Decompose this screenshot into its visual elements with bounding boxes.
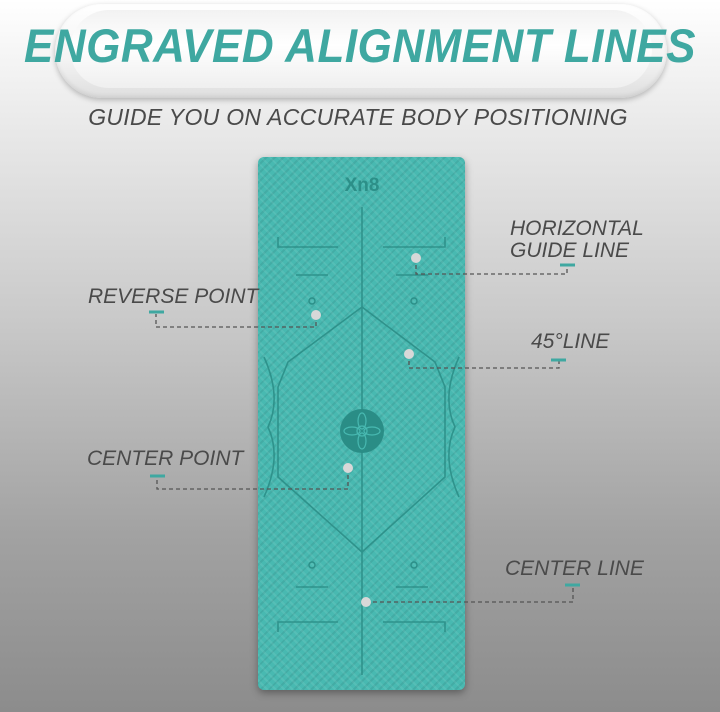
diamond-45-lines <box>277 306 446 554</box>
connector-center-point <box>156 468 349 490</box>
connector-45-line <box>408 354 560 369</box>
mat-alignment-lines: Xn8 <box>263 175 460 675</box>
guide-mark-bottom-left <box>277 621 338 632</box>
brand-logo: Xn8 <box>345 175 380 196</box>
guide-mark-top-left <box>277 237 338 248</box>
title-banner-inner <box>70 10 652 88</box>
label-reverse-point: REVERSE POINT <box>88 285 259 308</box>
connector-reverse-point <box>155 314 317 328</box>
main-title: ENGRAVED ALIGNMENT LINES <box>23 19 697 73</box>
side-curve-left <box>263 356 275 498</box>
label-45-line: 45°LINE <box>531 330 610 353</box>
label-guide-line: GUIDE LINE <box>510 239 630 262</box>
connector-horizontal-guide <box>415 258 568 275</box>
marker-center-point <box>343 463 353 473</box>
guide-mark-top-right <box>383 237 446 248</box>
side-curve-right <box>448 356 460 498</box>
marker-reverse-point <box>311 310 321 320</box>
label-center-point: CENTER POINT <box>87 447 244 470</box>
guide-mark-bottom-right <box>383 621 446 632</box>
label-center-line: CENTER LINE <box>505 557 644 580</box>
center-medallion-icon <box>340 409 384 453</box>
label-horizontal: HORIZONTAL <box>510 217 644 240</box>
marker-horizontal-guide <box>411 253 421 263</box>
marker-45-line <box>404 349 414 359</box>
subtitle: GUIDE YOU ON ACCURATE BODY POSITIONING <box>88 104 628 130</box>
marker-center-line <box>361 597 371 607</box>
connector-center-line <box>366 585 574 603</box>
